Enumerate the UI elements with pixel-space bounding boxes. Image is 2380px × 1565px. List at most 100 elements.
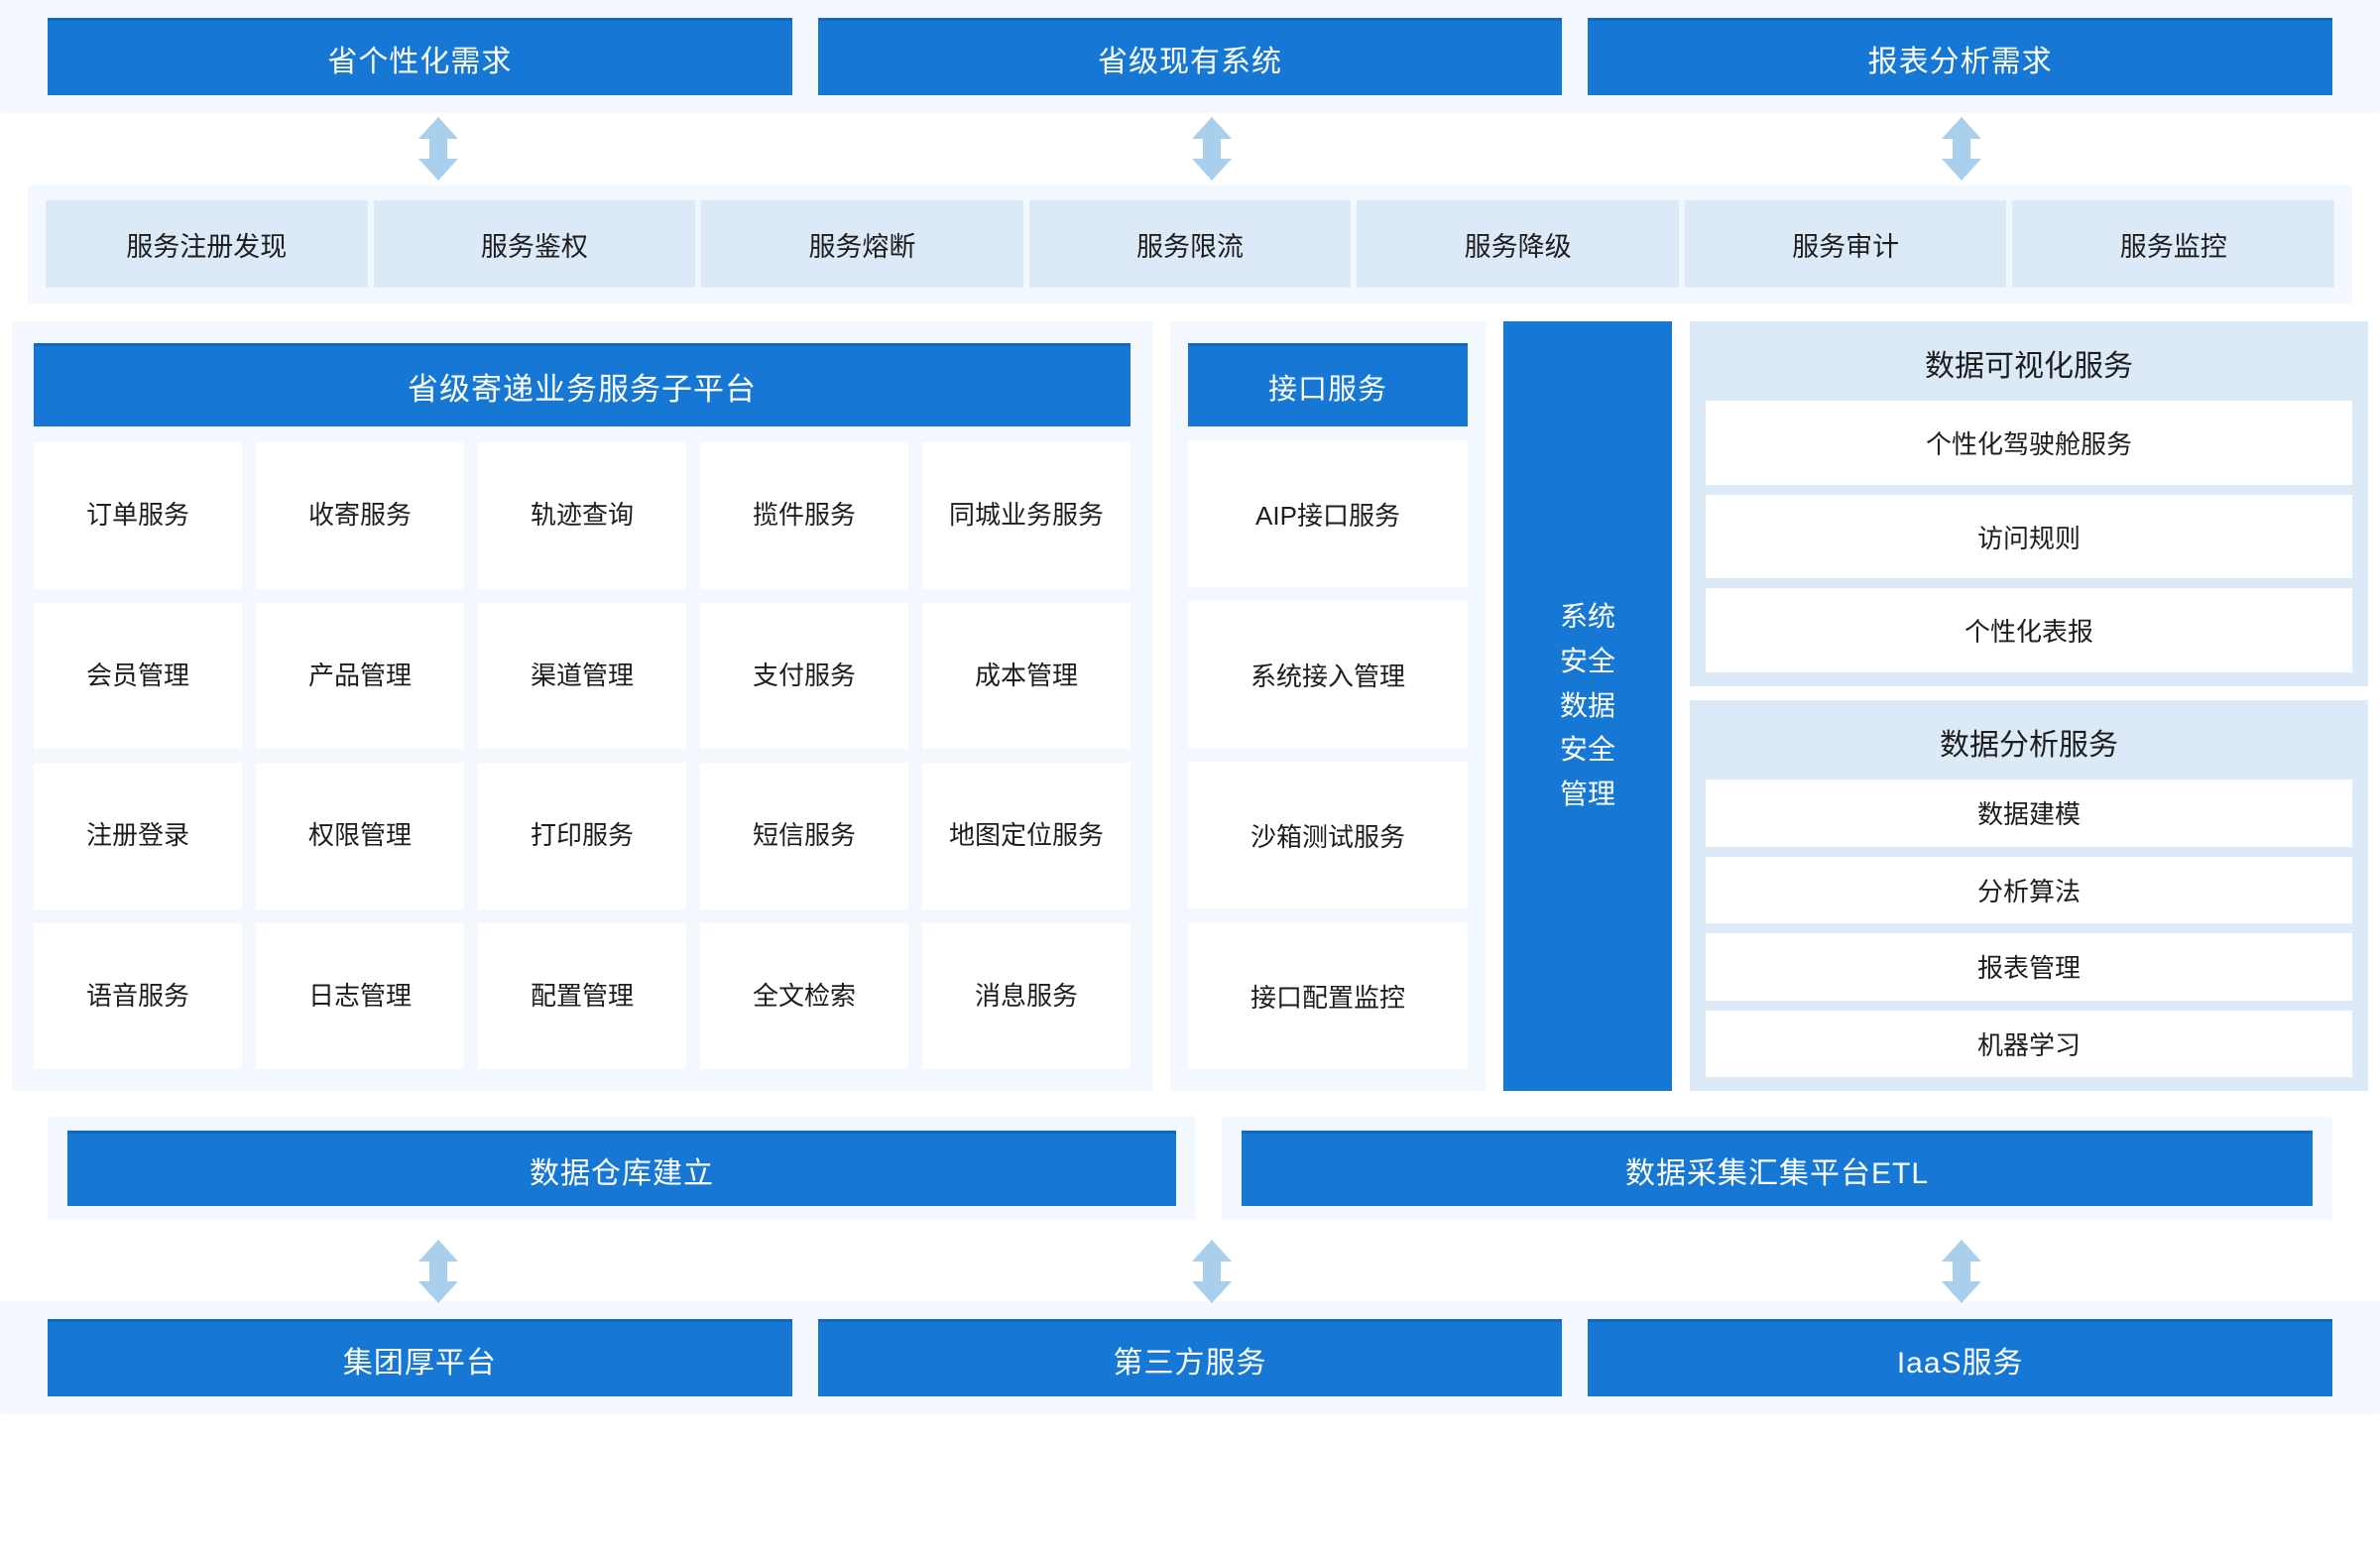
data-analysis-group: 数据分析服务 数据建模 分析算法 报表管理 机器学习 <box>1690 700 2368 1091</box>
interface-item-0[interactable]: AIP接口服务 <box>1188 440 1468 587</box>
platform-cell-15[interactable]: 语音服务 <box>34 922 242 1069</box>
interface-services-column: 接口服务 AIP接口服务 系统接入管理 沙箱测试服务 接口配置监控 <box>1170 321 1486 1091</box>
data-analysis-item-label-2: 报表管理 <box>1976 953 2081 984</box>
platform-cell-label-6: 产品管理 <box>307 660 412 690</box>
top-tile-label-1: 省级现有系统 <box>1098 45 1282 78</box>
service-cell-3[interactable]: 服务限流 <box>1028 200 1352 288</box>
interface-services-list: AIP接口服务 系统接入管理 沙箱测试服务 接口配置监控 <box>1188 440 1468 1069</box>
security-management-bar[interactable]: 系统 安全 数据 安全 管理 <box>1503 321 1672 1091</box>
double-arrow-vertical-icon <box>416 117 460 181</box>
double-arrow-vertical-icon <box>1190 117 1234 181</box>
data-analysis-item-2[interactable]: 报表管理 <box>1706 933 2352 1001</box>
platform-service-grid: 订单服务 收寄服务 轨迹查询 揽件服务 同城业务服务 会员管理 产品管理 渠道管… <box>34 442 1130 1069</box>
platform-cell-6[interactable]: 产品管理 <box>256 602 464 749</box>
platform-cell-label-11: 权限管理 <box>307 820 412 851</box>
interface-services-title: 接口服务 <box>1267 373 1387 406</box>
platform-cell-10[interactable]: 注册登录 <box>34 763 242 909</box>
interface-item-2[interactable]: 沙箱测试服务 <box>1188 762 1468 908</box>
platform-cell-8[interactable]: 支付服务 <box>700 602 908 749</box>
bottom-tile-1[interactable]: 第三方服务 <box>817 1319 1563 1396</box>
platform-cell-1[interactable]: 收寄服务 <box>256 442 464 589</box>
security-line-0: 系统 <box>1559 601 1615 632</box>
service-cell-4[interactable]: 服务降级 <box>1357 200 1679 288</box>
security-line-2: 数据 <box>1559 689 1615 721</box>
platform-cell-12[interactable]: 打印服务 <box>478 763 686 909</box>
data-analysis-item-label-1: 分析算法 <box>1976 876 2081 906</box>
main-services-area: 省级寄递业务服务子平台 订单服务 收寄服务 轨迹查询 揽件服务 同城业务服务 会… <box>12 321 2368 1091</box>
bottom-tile-label-2: IaaS服务 <box>1896 1346 2024 1380</box>
top-tile-0[interactable]: 省个性化需求 <box>48 18 792 95</box>
service-governance-bar: 服务注册发现 服务鉴权 服务熔断 服务限流 服务降级 服务审计 服务监控 <box>28 184 2352 303</box>
platform-cell-17[interactable]: 配置管理 <box>478 922 686 1069</box>
bottom-tile-2[interactable]: IaaS服务 <box>1588 1319 2333 1396</box>
data-visualization-item-0[interactable]: 个性化驾驶舱服务 <box>1706 401 2352 485</box>
platform-cell-11[interactable]: 权限管理 <box>256 763 464 909</box>
service-cell-label-1: 服务鉴权 <box>480 231 588 262</box>
data-visualization-title: 数据可视化服务 <box>1925 350 2133 383</box>
bottom-arrow-strip <box>0 1236 2380 1303</box>
service-cell-0[interactable]: 服务注册发现 <box>46 200 368 288</box>
data-visualization-item-2[interactable]: 个性化表报 <box>1706 588 2352 673</box>
top-arrow-strip <box>0 113 2380 184</box>
platform-cell-14[interactable]: 地图定位服务 <box>922 763 1130 909</box>
platform-cell-3[interactable]: 揽件服务 <box>700 442 908 589</box>
platform-cell-16[interactable]: 日志管理 <box>256 922 464 1069</box>
data-warehouse-label: 数据仓库建立 <box>530 1156 714 1190</box>
platform-cell-19[interactable]: 消息服务 <box>922 922 1130 1069</box>
service-cell-2[interactable]: 服务熔断 <box>701 200 1023 288</box>
platform-cell-label-8: 支付服务 <box>752 660 856 690</box>
platform-header[interactable]: 省级寄递业务服务子平台 <box>34 343 1130 426</box>
service-cell-5[interactable]: 服务审计 <box>1684 200 2007 288</box>
double-arrow-vertical-icon <box>1190 1240 1234 1303</box>
bottom-tile-0[interactable]: 集团厚平台 <box>48 1319 792 1396</box>
platform-cell-label-9: 成本管理 <box>974 660 1078 690</box>
platform-cell-label-15: 语音服务 <box>85 980 189 1011</box>
provincial-delivery-platform: 省级寄递业务服务子平台 订单服务 收寄服务 轨迹查询 揽件服务 同城业务服务 会… <box>12 321 1152 1091</box>
interface-services-header[interactable]: 接口服务 <box>1188 343 1468 426</box>
top-tile-2[interactable]: 报表分析需求 <box>1588 18 2333 95</box>
platform-cell-label-7: 渠道管理 <box>530 660 634 690</box>
top-tile-1[interactable]: 省级现有系统 <box>817 18 1563 95</box>
double-arrow-vertical-icon <box>1940 117 1983 181</box>
bottom-tile-label-0: 集团厚平台 <box>342 1346 497 1380</box>
data-warehouse-tile[interactable]: 数据仓库建立 <box>67 1131 1176 1206</box>
data-analysis-item-label-3: 机器学习 <box>1976 1029 2081 1060</box>
platform-cell-9[interactable]: 成本管理 <box>922 602 1130 749</box>
service-cell-1[interactable]: 服务鉴权 <box>373 200 696 288</box>
top-requirements-row: 省个性化需求 省级现有系统 报表分析需求 <box>0 0 2380 113</box>
data-analysis-item-label-0: 数据建模 <box>1976 799 2081 830</box>
service-cell-6[interactable]: 服务监控 <box>2012 200 2335 288</box>
platform-title: 省级寄递业务服务子平台 <box>408 372 757 407</box>
data-visualization-item-label-2: 个性化表报 <box>1964 617 2093 648</box>
service-cell-label-3: 服务限流 <box>1136 231 1245 262</box>
interface-item-3[interactable]: 接口配置监控 <box>1188 922 1468 1069</box>
platform-cell-0[interactable]: 订单服务 <box>34 442 242 589</box>
platform-cell-4[interactable]: 同城业务服务 <box>922 442 1130 589</box>
data-etl-tile[interactable]: 数据采集汇集平台ETL <box>1242 1131 2313 1206</box>
service-cell-label-0: 服务注册发现 <box>126 231 288 262</box>
bottom-tile-label-1: 第三方服务 <box>1113 1346 1267 1380</box>
platform-cell-7[interactable]: 渠道管理 <box>478 602 686 749</box>
platform-cell-2[interactable]: 轨迹查询 <box>478 442 686 589</box>
platform-cell-18[interactable]: 全文检索 <box>700 922 908 1069</box>
platform-cell-5[interactable]: 会员管理 <box>34 602 242 749</box>
top-tile-label-0: 省个性化需求 <box>327 45 513 78</box>
data-visualization-item-1[interactable]: 访问规则 <box>1706 494 2352 579</box>
platform-cell-label-5: 会员管理 <box>85 660 189 690</box>
data-warehouse-band: 数据仓库建立 <box>48 1117 1196 1220</box>
interface-item-1[interactable]: 系统接入管理 <box>1188 601 1468 748</box>
data-analysis-item-0[interactable]: 数据建模 <box>1706 780 2352 847</box>
data-etl-label: 数据采集汇集平台ETL <box>1624 1156 1930 1190</box>
service-cell-label-4: 服务降级 <box>1464 231 1572 262</box>
double-arrow-vertical-icon <box>416 1240 460 1303</box>
platform-cell-label-17: 配置管理 <box>530 980 634 1011</box>
platform-cell-13[interactable]: 短信服务 <box>700 763 908 909</box>
interface-item-label-2: 沙箱测试服务 <box>1250 821 1405 852</box>
data-visualization-item-label-1: 访问规则 <box>1976 523 2081 553</box>
platform-cell-label-0: 订单服务 <box>85 500 189 531</box>
platform-cell-label-10: 注册登录 <box>85 820 189 851</box>
data-analysis-item-3[interactable]: 机器学习 <box>1706 1010 2352 1077</box>
data-analysis-item-1[interactable]: 分析算法 <box>1706 856 2352 923</box>
platform-cell-label-19: 消息服务 <box>974 980 1078 1011</box>
